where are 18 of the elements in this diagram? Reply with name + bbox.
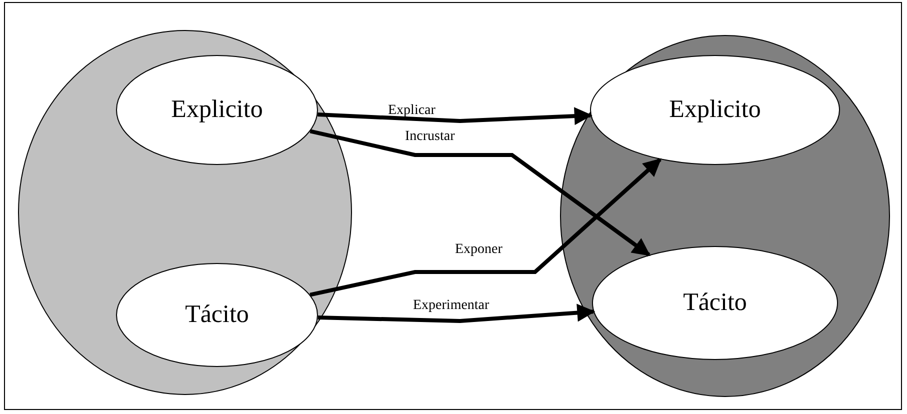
edge-label: Explicar (388, 103, 436, 119)
edge-label: Incrustar (405, 129, 455, 145)
node-label: Tácito (184, 301, 250, 329)
arrow (310, 158, 662, 297)
edge-label: Experimentar (413, 298, 490, 314)
node-label: Explicito (668, 96, 762, 124)
arrow (318, 107, 592, 126)
group-ellipse (560, 35, 890, 397)
ellipse-node (116, 55, 318, 165)
ellipse-node (590, 55, 840, 165)
node-label: Tácito (682, 289, 748, 317)
ellipse-node (592, 246, 838, 360)
node-label: Explicito (170, 96, 264, 124)
group-ellipse (18, 30, 352, 395)
arrow (318, 304, 596, 323)
edge-label: Exponer (455, 242, 502, 258)
arrow (310, 129, 650, 257)
ellipse-node (116, 263, 318, 367)
